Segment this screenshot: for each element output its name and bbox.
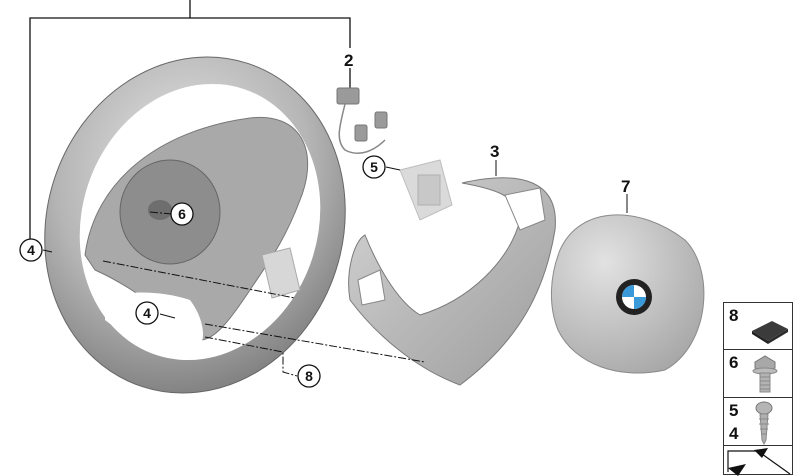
svg-text:4: 4 [143, 305, 151, 321]
label-7: 7 [621, 177, 630, 196]
legend-item-hex-bolt: 6 [723, 349, 793, 398]
legend-item-arrow [723, 445, 793, 476]
svg-text:4: 4 [27, 242, 35, 258]
bmw-emblem-icon [616, 279, 652, 315]
leader-lines [102, 211, 426, 377]
airbag-module [551, 214, 705, 374]
legend-num-4: 4 [729, 424, 739, 443]
trim-cover [348, 177, 556, 386]
wiring-harness [336, 87, 388, 154]
assembly-bracket [29, 0, 351, 250]
steering-wheel-switch [399, 159, 453, 221]
svg-text:5: 5 [370, 159, 378, 175]
callout-4-left: 4 [19, 238, 43, 262]
legend-item-pad: 8 [723, 302, 793, 350]
label-3: 3 [490, 142, 499, 161]
svg-text:8: 8 [305, 368, 313, 384]
label-2: 2 [344, 51, 353, 70]
callout-6: 6 [170, 202, 194, 226]
screw-icon [755, 401, 773, 446]
legend-item-screw: 5 4 [723, 397, 793, 446]
arrow-icon [727, 448, 791, 476]
legend-num-6: 6 [729, 353, 739, 372]
callout-4-inner: 4 [135, 301, 159, 325]
svg-text:6: 6 [178, 206, 186, 222]
pad-icon [752, 321, 788, 344]
steering-wheel [44, 56, 346, 394]
legend-num-8: 8 [729, 306, 739, 325]
legend-num-5: 5 [729, 401, 739, 420]
hex-bolt-icon [752, 355, 778, 393]
callout-8: 8 [297, 364, 321, 388]
callout-5: 5 [362, 155, 386, 179]
